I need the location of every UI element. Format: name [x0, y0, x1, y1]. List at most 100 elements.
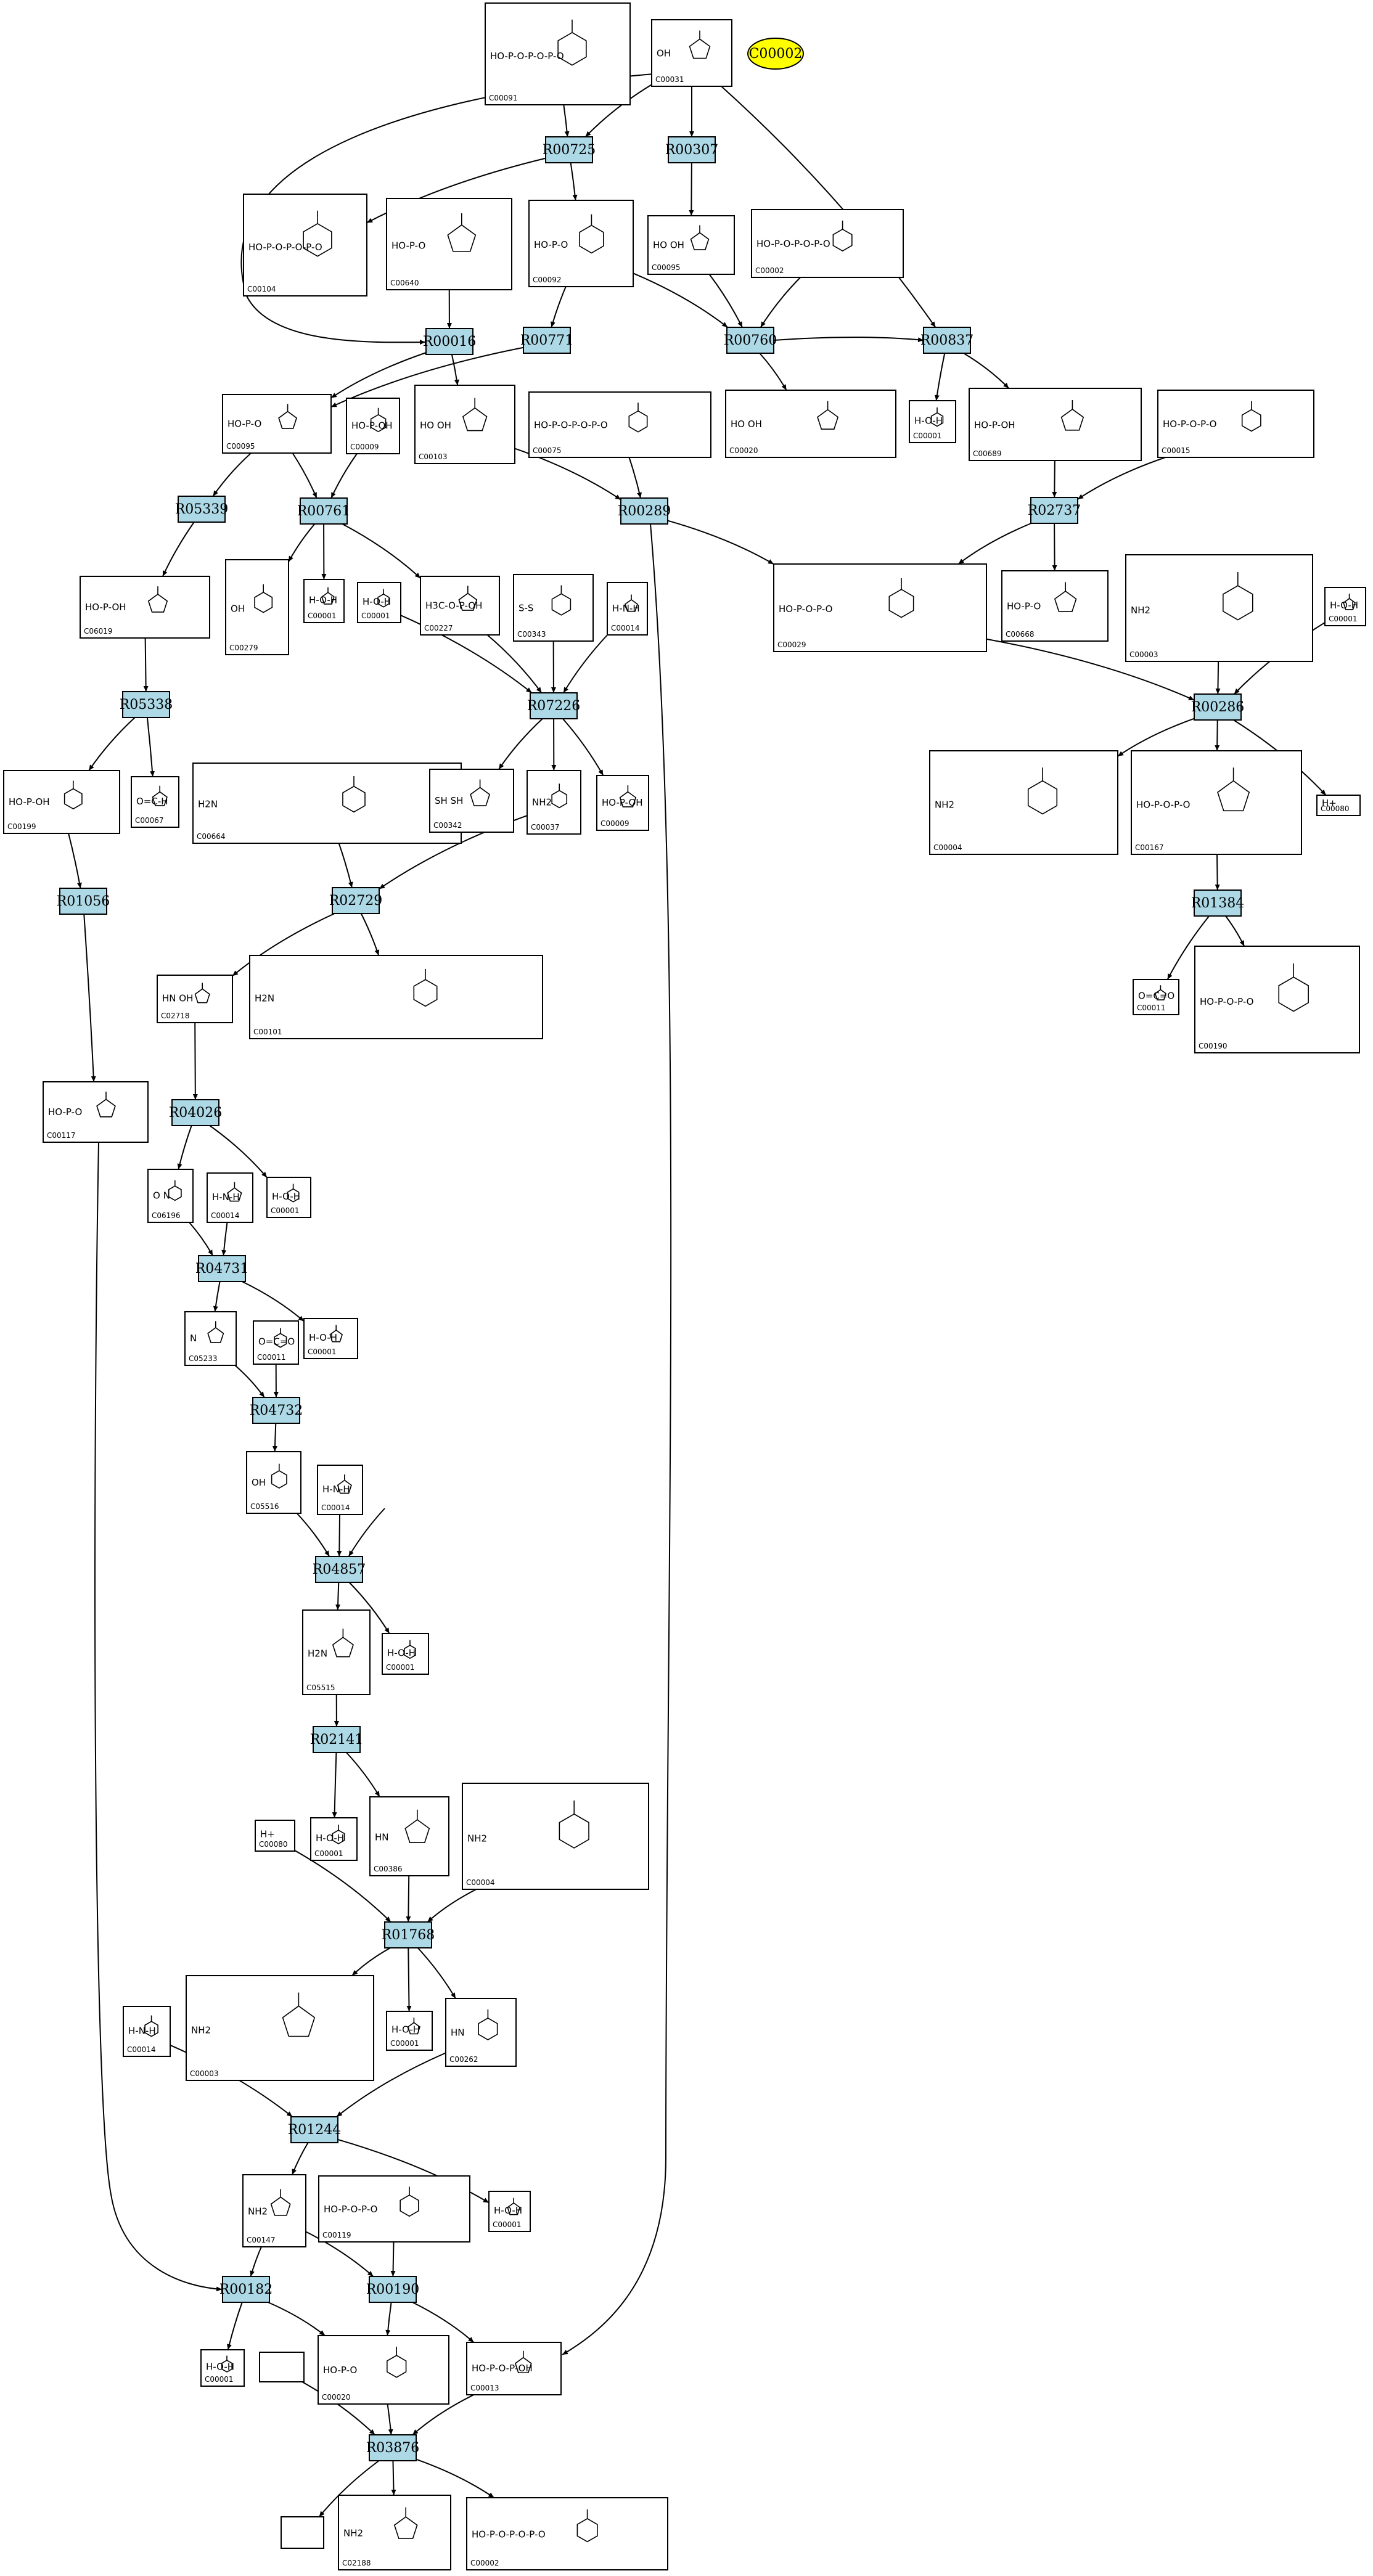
reaction-node-r04026[interactable]: R04026 [169, 1099, 223, 1126]
reaction-box[interactable] [668, 136, 716, 163]
compound-box[interactable] [1316, 795, 1361, 816]
reaction-box[interactable] [252, 1397, 300, 1424]
compound-box[interactable] [725, 390, 896, 458]
compound-box[interactable] [200, 2349, 245, 2387]
reaction-box[interactable] [384, 1921, 432, 1948]
compound-box[interactable] [302, 1609, 371, 1695]
reaction-box[interactable] [1030, 497, 1078, 524]
compound-box[interactable] [131, 776, 179, 828]
compound-box[interactable] [303, 579, 345, 623]
compound-box[interactable] [647, 215, 735, 275]
compound-box[interactable] [1131, 750, 1302, 855]
reaction-box[interactable] [222, 2276, 270, 2303]
reaction-node-r00307[interactable]: R00307 [665, 136, 719, 163]
compound-box[interactable] [246, 1451, 301, 1514]
reaction-node-r01244[interactable]: R01244 [288, 2116, 342, 2143]
compound-box[interactable] [462, 1783, 649, 1890]
compound-box[interactable] [528, 200, 634, 287]
compound-box[interactable] [3, 770, 120, 834]
reaction-box[interactable] [198, 1255, 246, 1282]
compound-box[interactable] [147, 1169, 194, 1223]
compound-box[interactable] [249, 955, 543, 1039]
compound-box[interactable] [1194, 946, 1360, 1053]
reaction-box[interactable] [1194, 693, 1242, 721]
compound-box[interactable] [1001, 570, 1109, 642]
reaction-box[interactable] [59, 888, 107, 915]
reaction-box[interactable] [313, 1726, 361, 1753]
compound-box[interactable] [266, 1177, 311, 1218]
compound-box[interactable] [596, 775, 649, 831]
reaction-node-r00286[interactable]: R00286 [1191, 693, 1245, 721]
compound-box[interactable] [259, 2352, 305, 2382]
reaction-box[interactable] [300, 497, 348, 525]
reaction-node-r05338[interactable]: R05338 [120, 691, 173, 718]
reaction-box[interactable] [523, 327, 571, 354]
reaction-box[interactable] [171, 1099, 219, 1126]
reaction-node-r00725[interactable]: R00725 [543, 136, 596, 163]
compound-box[interactable] [909, 400, 956, 443]
reaction-box[interactable] [1194, 889, 1242, 917]
reaction-node-r00182[interactable]: R00182 [219, 2276, 273, 2303]
reaction-node-r05339[interactable]: R05339 [175, 496, 229, 523]
compound-box[interactable] [303, 1318, 358, 1359]
reaction-node-r01384[interactable]: R01384 [1191, 889, 1245, 917]
compound-box[interactable] [466, 2342, 562, 2395]
reaction-node-r02729[interactable]: R02729 [329, 887, 383, 914]
compound-box[interactable] [1125, 554, 1313, 662]
compound-box[interactable] [281, 2516, 324, 2549]
reaction-box[interactable] [122, 691, 170, 718]
compound-box[interactable] [357, 582, 401, 623]
compound-box[interactable] [386, 198, 512, 290]
compound-box[interactable] [253, 1320, 299, 1365]
compound-box[interactable] [225, 559, 289, 655]
compound-box[interactable] [222, 394, 332, 454]
reaction-box[interactable] [425, 328, 473, 355]
reaction-node-r00289[interactable]: R00289 [618, 497, 671, 525]
compound-box[interactable] [513, 574, 594, 642]
reaction-box[interactable] [315, 1556, 363, 1583]
compound-box[interactable] [207, 1172, 253, 1223]
compound-box[interactable] [186, 1975, 374, 2081]
compound-box[interactable] [607, 582, 648, 636]
compound-box[interactable] [929, 750, 1118, 855]
